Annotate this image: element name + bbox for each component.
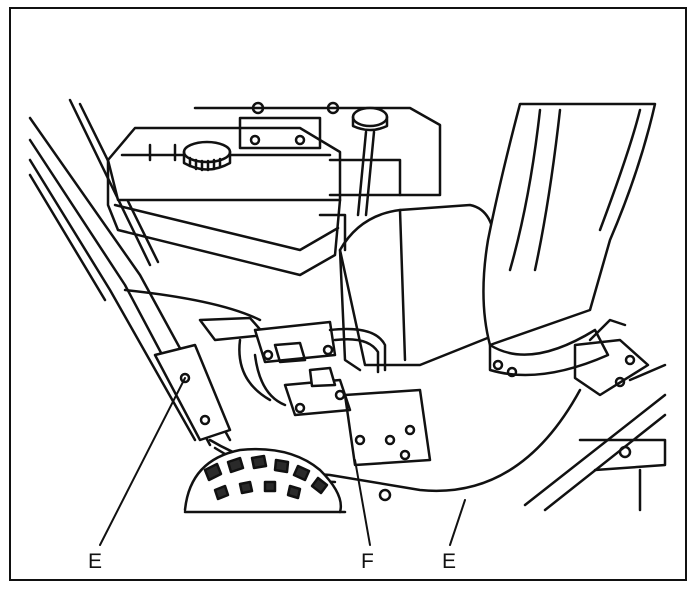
chute-crank-bracket <box>573 318 650 397</box>
fuel-cap-icon <box>182 140 232 172</box>
callout-f: F <box>361 550 374 573</box>
leader-e-left <box>99 377 186 546</box>
tire-icon <box>183 447 347 514</box>
engine-shroud <box>318 203 497 372</box>
callout-e-right: E <box>442 550 457 573</box>
frame-plate <box>153 343 432 502</box>
leader-f <box>354 459 371 546</box>
dipstick <box>351 106 389 217</box>
leader-e-right <box>449 499 466 546</box>
leader-lines <box>99 377 466 546</box>
engine-block <box>193 101 442 197</box>
auger-housing <box>523 363 667 512</box>
callout-e-left: E <box>88 550 103 573</box>
fuel-tank <box>106 126 342 277</box>
discharge-chute <box>482 102 657 378</box>
control-box <box>198 316 352 417</box>
